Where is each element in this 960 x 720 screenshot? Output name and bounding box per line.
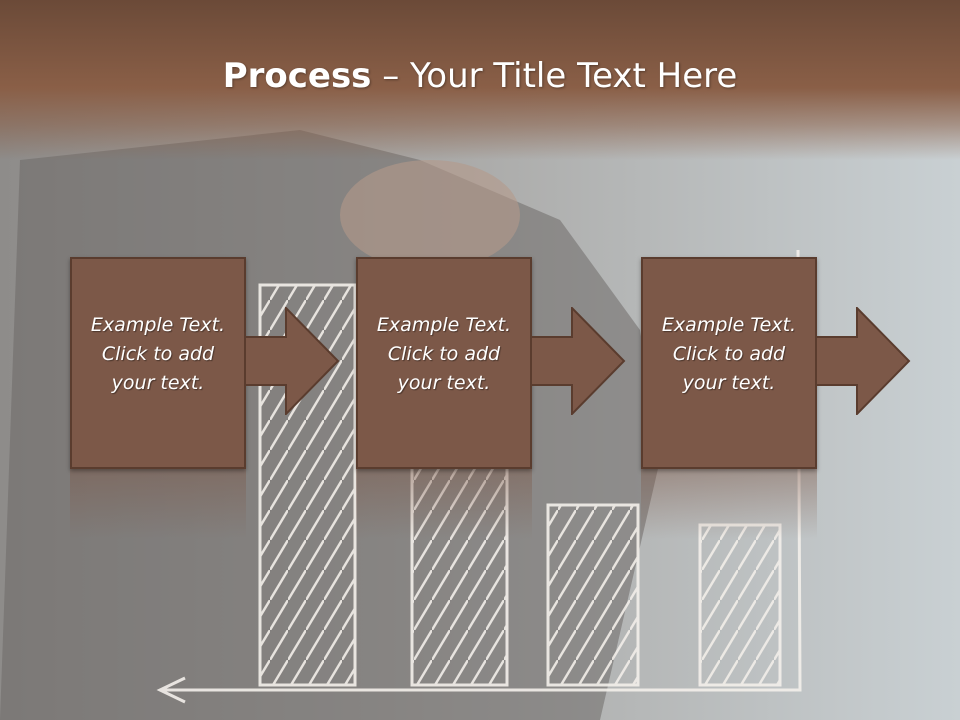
- step-text: Example Text. Click to add your text.: [661, 313, 797, 394]
- title-bold: Process: [222, 56, 372, 96]
- arrow-right-icon: [815, 307, 911, 415]
- slide-title[interactable]: Process – Your Title Text Here: [0, 52, 960, 100]
- process-step-2[interactable]: Example Text. Click to add your text.: [356, 257, 532, 469]
- title-rest: – Your Title Text Here: [371, 56, 738, 96]
- step-text: Example Text. Click to add your text.: [90, 313, 226, 394]
- title-band: [0, 0, 960, 160]
- process-step-1[interactable]: Example Text. Click to add your text.: [70, 257, 246, 469]
- box-reflection: [70, 469, 246, 539]
- process-step-3[interactable]: Example Text. Click to add your text.: [641, 257, 817, 469]
- arrow-right-icon: [244, 307, 340, 415]
- arrow-right-icon: [530, 307, 626, 415]
- step-text: Example Text. Click to add your text.: [376, 313, 512, 394]
- box-reflection: [641, 469, 817, 539]
- box-reflection: [356, 469, 532, 539]
